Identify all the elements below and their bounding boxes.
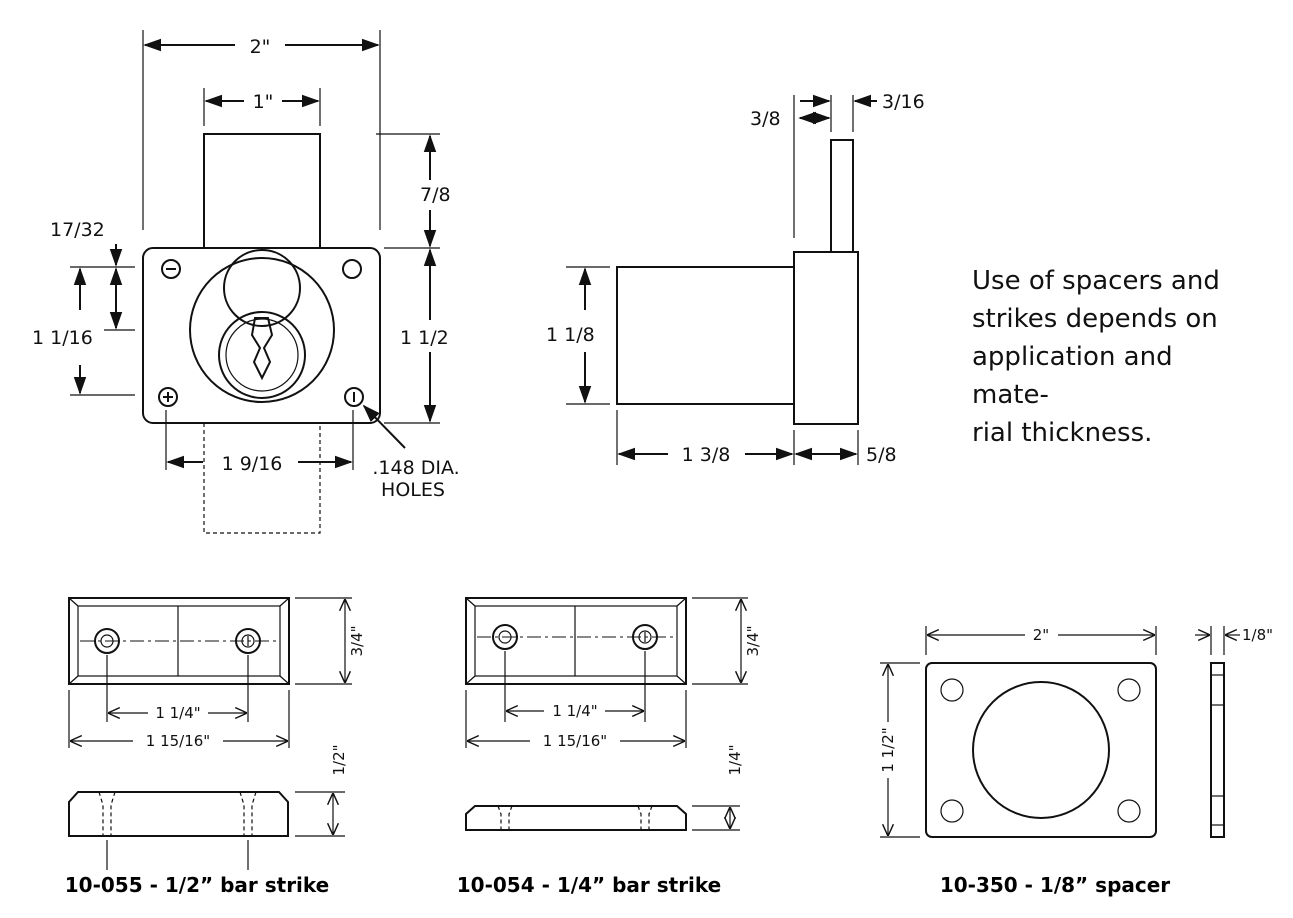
screw-hole xyxy=(161,259,181,279)
strike-top-view xyxy=(68,597,290,685)
spacer-plate xyxy=(925,662,1157,838)
usage-note-line: Use of spacers and xyxy=(972,266,1220,296)
strike-half-side-label: 1/2" xyxy=(330,744,348,775)
bar-strike-half-inch: 3/4" 1 1/4" 1 15/16" 1/2" 10-055 - 1/2” … xyxy=(65,597,366,897)
strike-quarter-height-label: 3/4" xyxy=(744,625,762,656)
usage-note-line: rial thickness. xyxy=(972,418,1153,448)
dim-body-height-label: 1 1/2 xyxy=(400,327,449,349)
usage-note-line: strikes depends on xyxy=(972,304,1218,334)
dim-cam-width-label: 1" xyxy=(253,91,274,113)
usage-note-line: application and mate- xyxy=(972,342,1173,410)
spacer-width-label: 2" xyxy=(1033,626,1049,644)
spacer-height-label: 1 1/2" xyxy=(879,727,897,772)
cylinder-plug xyxy=(218,311,306,399)
lock-side-view: 3/8 3/16 1 1/8 1 3/8 5/8 xyxy=(546,91,925,466)
strike-quarter-caption: 10-054 - 1/4” bar strike xyxy=(457,873,722,897)
spacer-hole xyxy=(940,678,964,702)
dim-3-16-label: 3/16 xyxy=(882,91,925,113)
strike-half-length-label: 1 15/16" xyxy=(146,732,210,750)
strike-half-hole-spacing-label: 1 1/4" xyxy=(155,704,200,722)
bar-strike-quarter-inch: 3/4" 1 1/4" 1 15/16" 1/4" 10-054 - 1/4” … xyxy=(457,597,762,897)
dim-5-8-label: 5/8 xyxy=(866,444,897,466)
screw-hole xyxy=(344,387,364,407)
cylinder-ring xyxy=(189,257,335,403)
dim-1-3-8-label: 1 3/8 xyxy=(682,444,731,466)
hole-note-line2: HOLES xyxy=(381,479,445,501)
strike-top-view xyxy=(465,597,687,685)
strike-hole xyxy=(632,624,658,650)
strike-side-view xyxy=(465,805,687,831)
spacer-hole xyxy=(940,799,964,823)
strike-side-view xyxy=(68,791,289,837)
strike-half-height-label: 3/4" xyxy=(348,625,366,656)
spacer-center-hole xyxy=(972,681,1110,819)
strike-hole xyxy=(94,628,120,654)
strike-quarter-length-label: 1 15/16" xyxy=(543,732,607,750)
spacer-hole xyxy=(1117,799,1141,823)
strike-hole xyxy=(492,624,518,650)
spacer: 2" 1 1/2" 1/8" 10-350 - 1/8” spacer xyxy=(879,626,1273,897)
spacer-caption: 10-350 - 1/8” spacer xyxy=(940,873,1170,897)
hole-note-line1: .148 DIA. xyxy=(372,457,459,479)
dim-width-label: 2" xyxy=(250,36,271,58)
side-flange xyxy=(793,251,859,425)
spacer-edge-view xyxy=(1210,662,1225,838)
strike-quarter-hole-spacing-label: 1 1/4" xyxy=(552,702,597,720)
cam-bar xyxy=(203,133,321,249)
side-body xyxy=(616,266,795,405)
usage-note: Use of spacers and strikes depends on ap… xyxy=(972,262,1222,452)
cylinder-top xyxy=(223,249,301,327)
lock-front-view: 2" 1" 7/8 1 1/2 17/32 1 1/16 xyxy=(32,30,460,534)
dim-1-1-8-label: 1 1/8 xyxy=(546,324,595,346)
spacer-thickness-label: 1/8" xyxy=(1242,626,1273,644)
spacer-hole xyxy=(1117,678,1141,702)
strike-half-caption: 10-055 - 1/2” bar strike xyxy=(65,873,330,897)
lock-body xyxy=(142,247,381,424)
strike-quarter-side-label: 1/4" xyxy=(726,744,744,775)
bolt-extension xyxy=(203,423,321,534)
side-cam xyxy=(830,139,854,253)
dim-3-8-label: 3/8 xyxy=(750,108,781,130)
dim-1-1-16-label: 1 1/16 xyxy=(32,327,93,349)
dim-17-32-label: 17/32 xyxy=(50,219,105,241)
dim-cam-height-label: 7/8 xyxy=(420,184,451,206)
strike-hole xyxy=(235,628,261,654)
screw-hole xyxy=(158,387,178,407)
screw-hole xyxy=(342,259,362,279)
dim-hole-spacing-label: 1 9/16 xyxy=(222,453,283,475)
keyway xyxy=(250,317,274,381)
